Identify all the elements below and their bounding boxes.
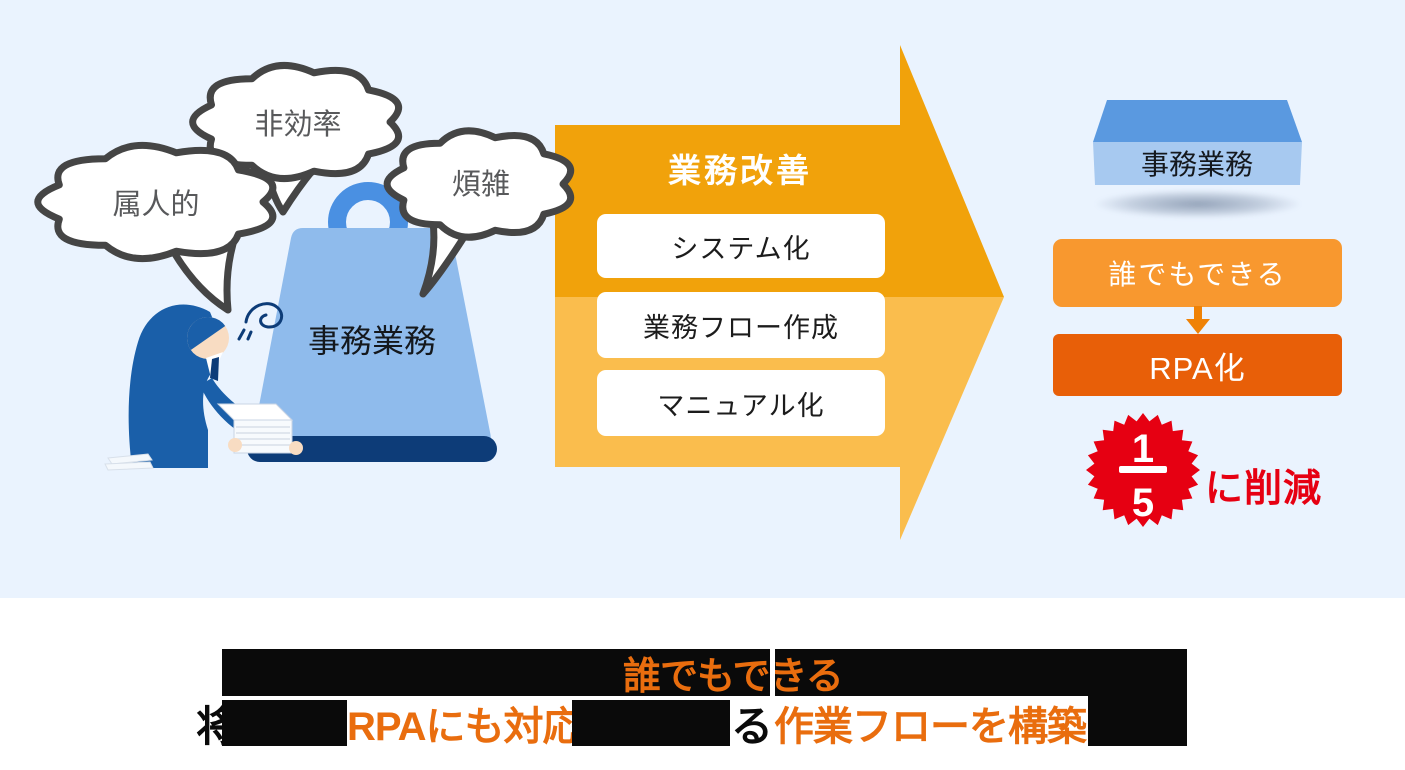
bubble-body xyxy=(189,61,403,183)
fraction-bar xyxy=(1119,466,1167,473)
small-weight-top-face xyxy=(1093,100,1302,142)
person-hair xyxy=(187,317,226,351)
caption-line2-lead-partial: 将 xyxy=(196,700,222,747)
bubble-person-dependent-label: 属人的 xyxy=(112,188,199,221)
step-systemization: システム化 xyxy=(597,214,885,278)
floor-papers xyxy=(104,453,154,471)
caption-partial-char: 将 xyxy=(196,702,222,747)
bubble-complicated: 煩雑 xyxy=(383,127,575,298)
bubble-complicated-label: 煩雑 xyxy=(452,168,510,201)
person-hand-right xyxy=(289,441,303,455)
caption-right-block xyxy=(1088,649,1187,746)
caption-line1-highlight: 誰でもできる xyxy=(623,656,844,698)
weight-base xyxy=(247,436,497,462)
bubble-body xyxy=(383,127,575,241)
step-manualization: マニュアル化 xyxy=(597,370,885,436)
person-tie xyxy=(210,357,219,381)
rpa-box: RPA化 xyxy=(1053,334,1342,396)
caption-line1-bar xyxy=(222,649,1088,696)
one-fifth-badge: 1 5 xyxy=(1086,413,1200,527)
anyone-can-do-box: 誰でもできる xyxy=(1053,239,1342,307)
caption-line2-mid-char: る xyxy=(731,702,774,750)
arrow-title: 業務改善 xyxy=(668,152,812,189)
caption-line2-highlight-rpa: RPAにも対応 xyxy=(347,705,582,749)
reduce-caption: に削減 xyxy=(1205,467,1323,510)
caption-line1-slit xyxy=(770,649,775,696)
badge-numerator: 1 xyxy=(1132,427,1154,471)
bubble-body xyxy=(34,141,277,263)
person-hand-left xyxy=(228,438,242,452)
paper-stack xyxy=(216,403,294,454)
dizzy-swirl-icon xyxy=(237,302,284,341)
down-arrow-icon xyxy=(1186,306,1210,334)
caption-line2-bar-b xyxy=(572,700,730,746)
result-small-weight: 事務業務 xyxy=(1093,100,1302,185)
caption-line2-bar-a xyxy=(222,700,347,746)
small-weight-label: 事務業務 xyxy=(1141,149,1253,180)
small-weight-shadow xyxy=(1096,190,1300,218)
small-weight-front-face xyxy=(1093,142,1302,185)
weight-label: 事務業務 xyxy=(308,323,436,359)
caption-line2-highlight-workflow: 作業フローを構築 xyxy=(774,705,1087,749)
step-workflow-creation: 業務フロー作成 xyxy=(597,292,885,358)
bubble-inefficient-label: 非効率 xyxy=(254,108,341,141)
bubble-tail xyxy=(419,218,475,298)
badge-denominator: 5 xyxy=(1132,481,1154,525)
bubble-inefficient: 非効率 xyxy=(189,61,403,216)
bubble-person-dependent: 属人的 xyxy=(34,141,277,314)
struggling-person xyxy=(104,302,303,471)
